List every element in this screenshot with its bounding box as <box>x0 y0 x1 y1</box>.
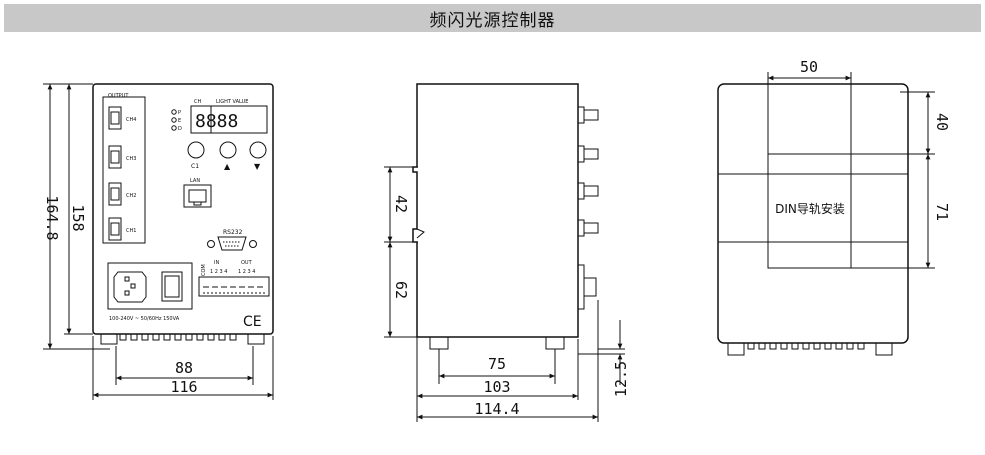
power-switch[interactable] <box>161 271 183 302</box>
display-digits: 8888 <box>195 111 238 132</box>
power-rating-label: 100-240V ~ 50/60Hz 150VA <box>109 316 180 322</box>
output-connectors <box>108 106 122 241</box>
display-light-value-label: LIGHT VALUE <box>216 99 248 105</box>
rear-body-outline <box>717 83 909 344</box>
c1-button[interactable] <box>187 141 205 159</box>
display-ch-label: CH <box>194 99 201 105</box>
led-label-e: E <box>178 118 181 124</box>
rs232-port[interactable] <box>207 236 257 251</box>
page-title: 频闪光源控制器 <box>429 10 556 31</box>
top-dimensions <box>767 72 935 269</box>
channel-label-ch3: CH3 <box>126 156 136 162</box>
power-frame <box>107 262 193 310</box>
com-label: COM <box>201 264 207 276</box>
lan-port[interactable] <box>183 184 212 208</box>
side-body-outline <box>412 83 579 338</box>
output-frame <box>102 96 146 244</box>
dim-overall-depth: 114.4 <box>474 400 519 418</box>
out-pins-label: 1 2 3 4 <box>238 269 256 275</box>
ce-mark: CE <box>243 314 262 330</box>
dim-din-bottom: 62 <box>392 281 410 299</box>
dim-front-width: 116 <box>170 378 197 396</box>
out-label: OUT <box>241 260 253 266</box>
dim-front-foot-spacing: 88 <box>175 359 193 377</box>
dim-body-depth: 103 <box>483 378 510 396</box>
up-button[interactable] <box>219 141 237 159</box>
channel-label-ch1: CH1 <box>126 228 136 234</box>
front-feet <box>100 333 265 345</box>
top-view <box>717 83 909 356</box>
dim-rail-height: 71 <box>933 203 951 221</box>
dim-overall-height: 164.8 <box>43 195 61 240</box>
led-label-d: D <box>178 126 182 132</box>
c1-button-label: C1 <box>191 163 199 170</box>
front-panel-outline <box>92 83 274 335</box>
din-rail-label: DIN导轨安装 <box>775 201 845 216</box>
dim-top-offset: 40 <box>933 113 951 131</box>
front-dimensions <box>43 83 274 400</box>
output-label: OUTPUT <box>108 93 129 99</box>
din-clip <box>416 228 425 239</box>
channel-label-ch2: CH2 <box>126 193 136 199</box>
dim-rail-width: 50 <box>800 58 818 76</box>
up-button-label: ▲ <box>224 162 231 171</box>
rear-feet <box>727 342 893 356</box>
in-label: IN <box>214 260 219 266</box>
side-switch <box>577 264 597 310</box>
rs232-label: RS232 <box>223 229 243 236</box>
led-label-p: P <box>178 110 181 116</box>
side-feet <box>429 336 565 350</box>
in-pins-label: 1 2 3 4 <box>210 269 228 275</box>
down-button[interactable] <box>249 141 267 159</box>
title-bar: 频闪光源控制器 <box>4 4 981 32</box>
channel-label-ch4: CH4 <box>126 117 136 123</box>
side-dimensions <box>384 166 625 422</box>
side-connectors <box>577 106 599 237</box>
seven-seg-display <box>190 105 268 134</box>
din-rail-mount <box>767 153 852 269</box>
terminal-block[interactable] <box>198 276 270 297</box>
dim-body-height: 158 <box>69 204 87 231</box>
dim-knob-offset: 12.5 <box>612 361 630 397</box>
dim-side-foot-spacing: 75 <box>488 355 506 373</box>
lan-label: LAN <box>190 178 200 184</box>
dim-din-top: 42 <box>392 195 410 213</box>
down-button-label: ▼ <box>254 162 261 171</box>
side-view <box>412 83 599 350</box>
status-leds <box>171 109 177 131</box>
front-view-texts: OUTPUT CH4 CH3 CH2 CH1 P E D CH LIGHT VA… <box>108 93 262 330</box>
front-view <box>92 83 274 345</box>
power-socket[interactable] <box>113 271 147 303</box>
